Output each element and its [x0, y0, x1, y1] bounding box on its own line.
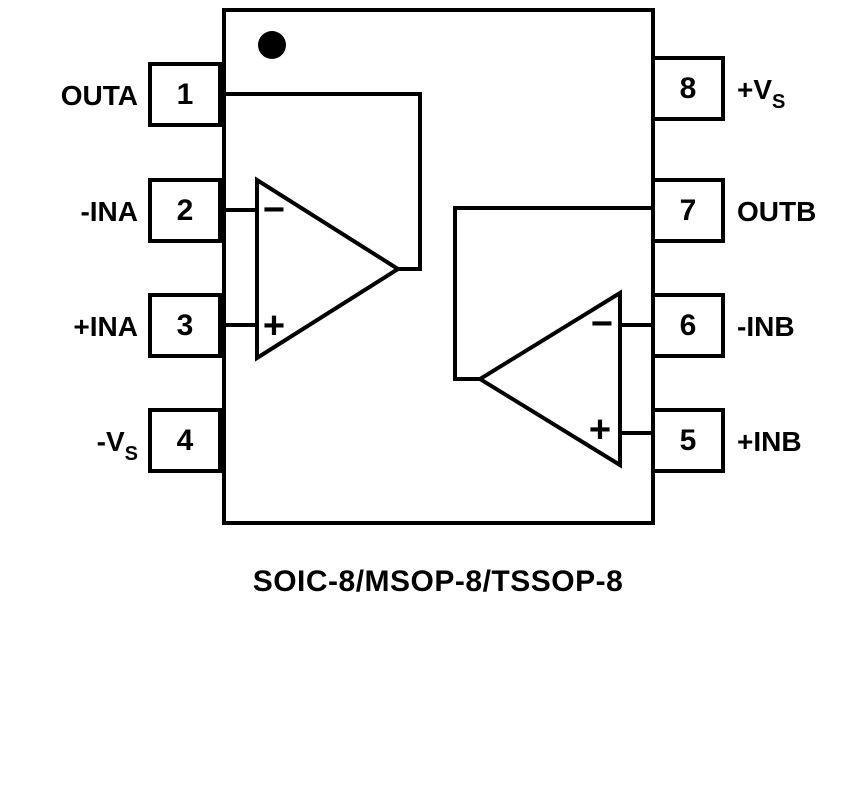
pin-number-5: 5 — [679, 423, 697, 457]
pin-number-1: 1 — [176, 77, 194, 111]
pin-box-4: 4 — [148, 408, 222, 473]
pin1-indicator-dot — [258, 31, 286, 59]
pin-label-pos-vs: +VS — [737, 74, 786, 113]
pin-label-neg-vs: -VS — [96, 426, 138, 465]
pin-label-neg-inb: -INB — [737, 311, 795, 342]
pin-label-outa: OUTA — [60, 80, 138, 111]
pin-label-pos-inb: +INB — [737, 426, 802, 457]
pin-box-7: 7 — [651, 178, 725, 243]
pin-box-1: 1 — [148, 62, 222, 127]
pin-number-4: 4 — [176, 423, 194, 457]
pin-number-7: 7 — [679, 193, 697, 227]
pin-box-5: 5 — [651, 408, 725, 473]
pin-box-2: 2 — [148, 178, 222, 243]
pin-label-outb: OUTB — [737, 196, 817, 227]
opamp-a-plus-sign: + — [262, 305, 286, 347]
pin-number-8: 8 — [679, 71, 697, 105]
pin-box-6: 6 — [651, 293, 725, 358]
package-caption: SOIC-8/MSOP-8/TSSOP-8 — [252, 565, 624, 598]
opamp-b-minus-sign: − — [590, 303, 614, 345]
pin-number-2: 2 — [176, 193, 194, 227]
opamp-b-plus-sign: + — [588, 409, 612, 451]
pin-label-neg-ina: -INA — [80, 196, 138, 227]
pin-label-pos-ina: +INA — [73, 311, 138, 342]
pin-box-8: 8 — [651, 56, 725, 121]
pin-number-6: 6 — [679, 308, 697, 342]
pin-box-3: 3 — [148, 293, 222, 358]
opamp-a-minus-sign: − — [262, 189, 286, 231]
pin-number-3: 3 — [176, 308, 194, 342]
